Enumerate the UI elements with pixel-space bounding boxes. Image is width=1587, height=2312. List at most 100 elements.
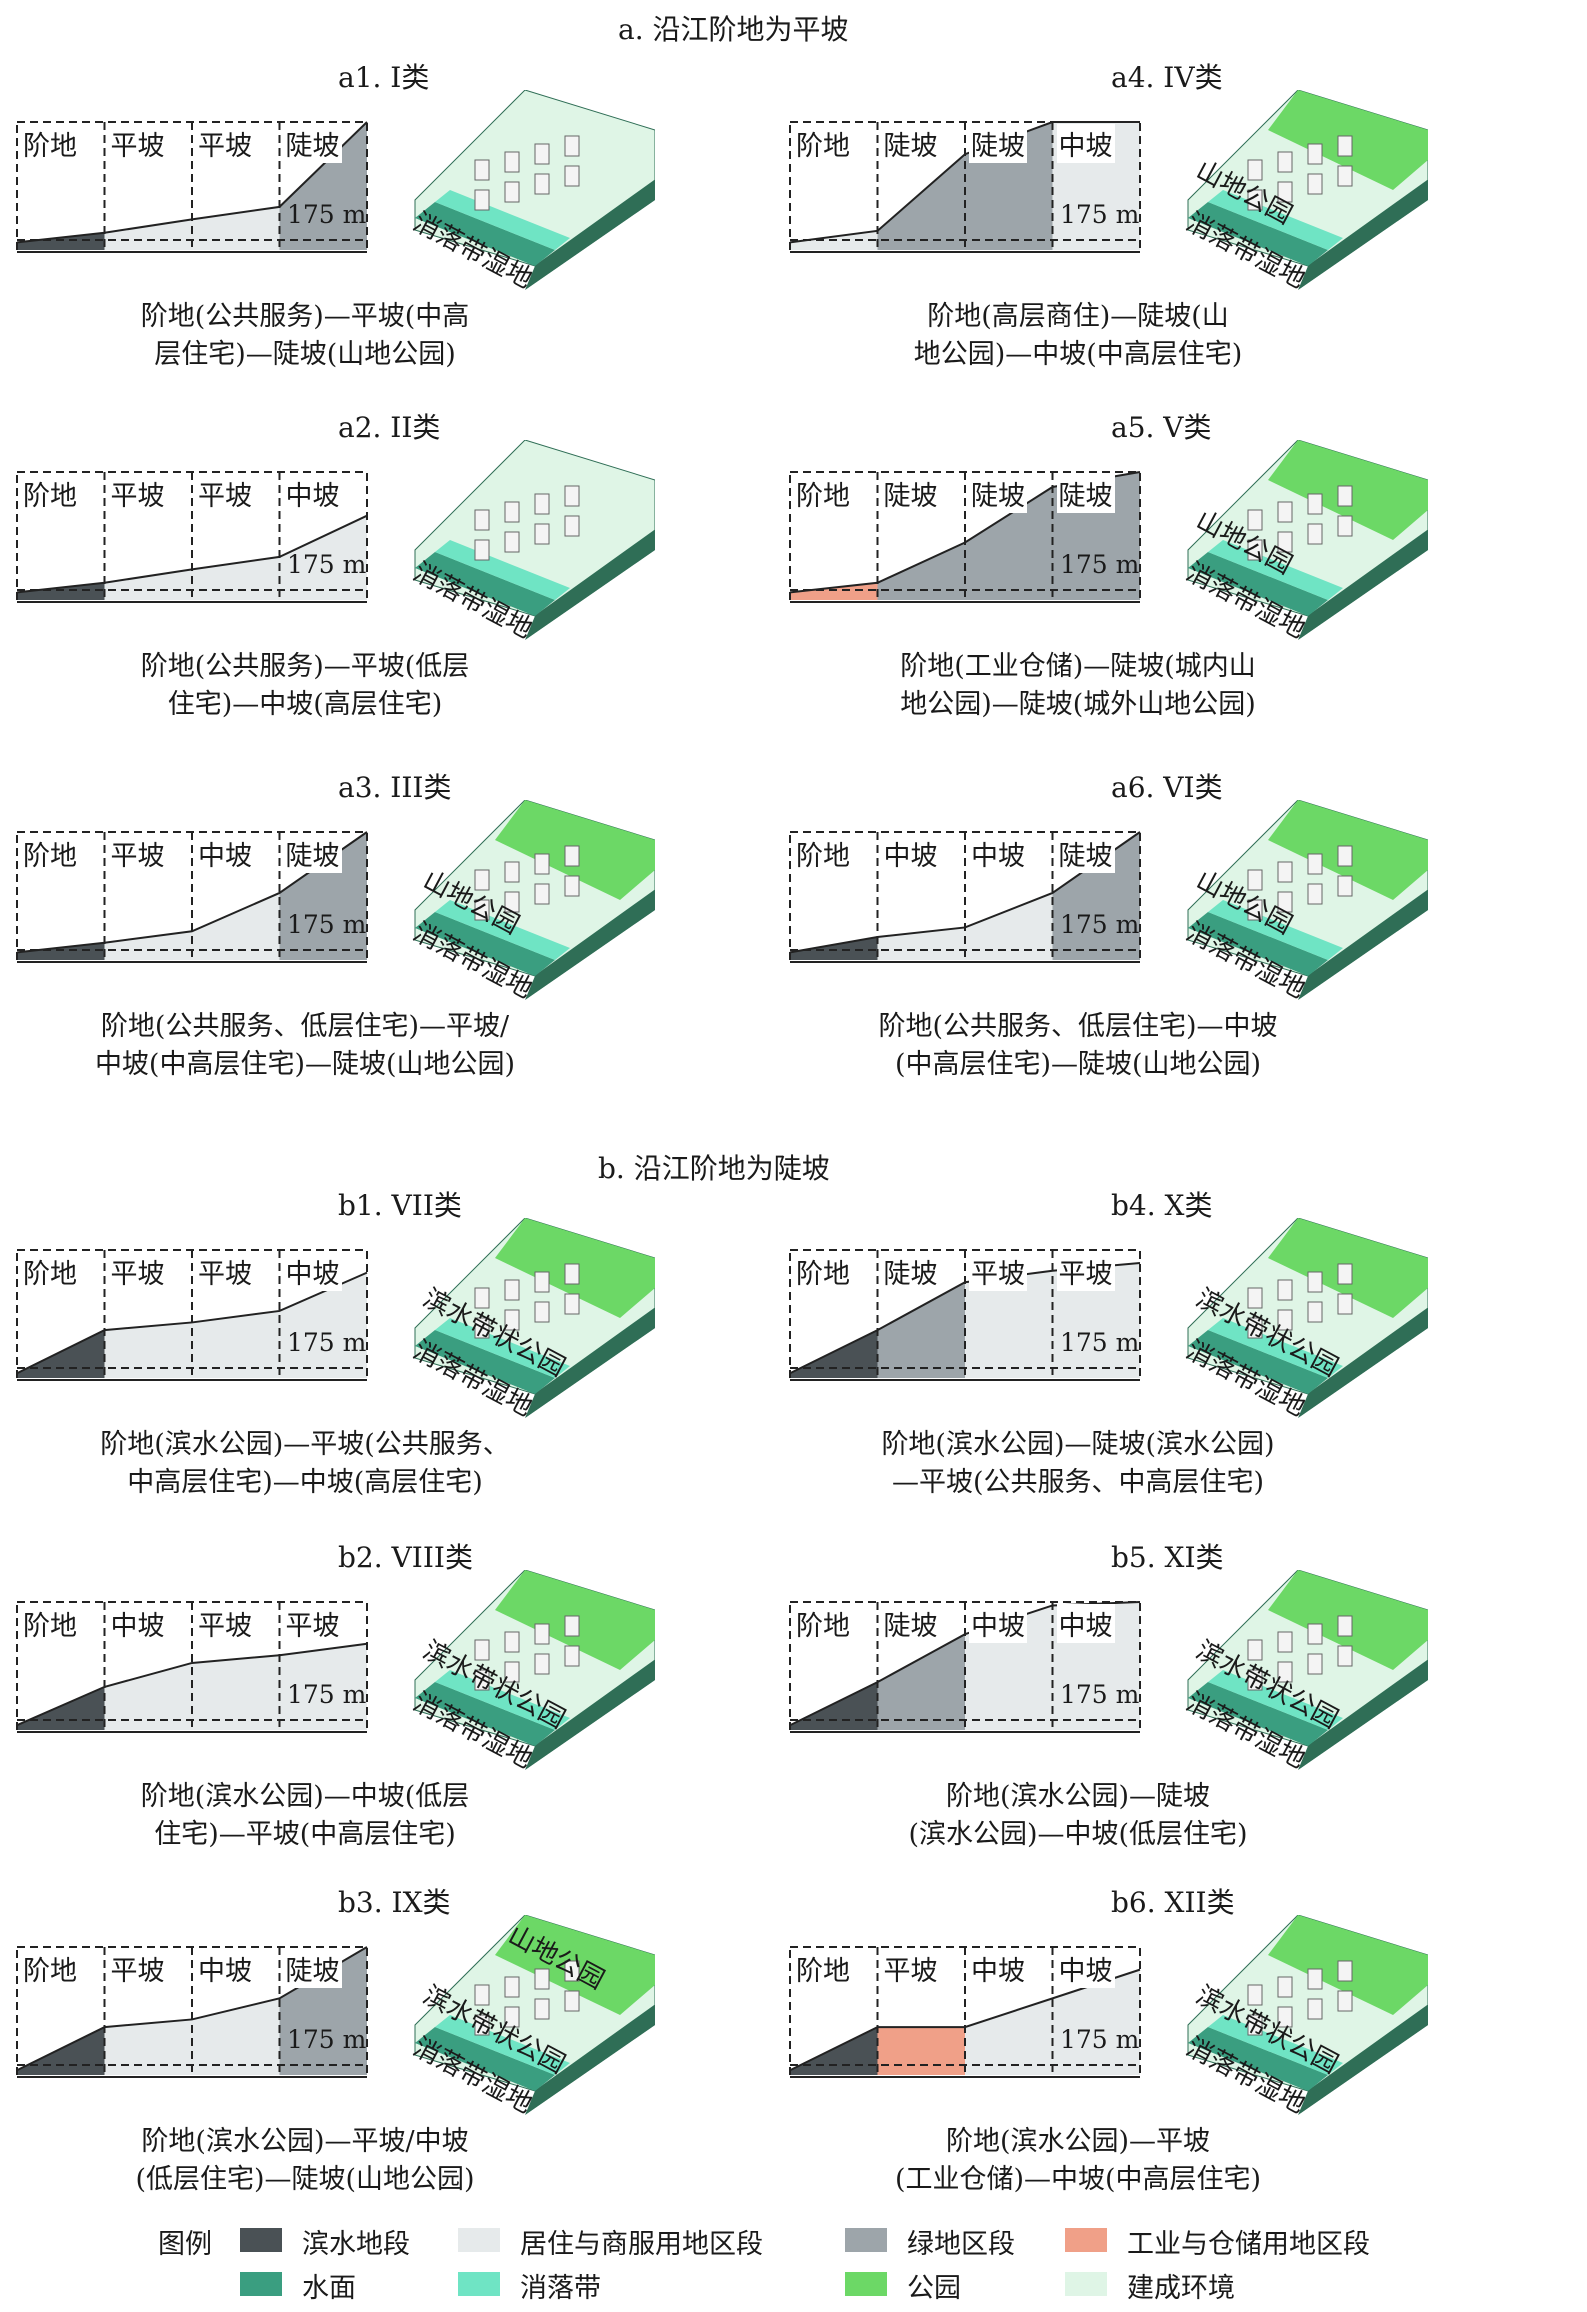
profile-segment-a2-2 <box>104 569 192 600</box>
panel-title-a3: a3. III类 <box>338 771 452 804</box>
profile-a6 <box>789 831 1141 963</box>
profile-segment-b6-3 <box>965 1998 1053 2075</box>
profile-segment-b3-2 <box>104 2019 192 2075</box>
profile-segment-b4-4 <box>1052 1263 1140 1378</box>
profile-segment-a1-2 <box>104 219 192 250</box>
profile-segment-b4-2 <box>877 1282 965 1378</box>
zone-label-a6-4: 陡坡 <box>1056 834 1115 873</box>
zone-label-b5-3: 中坡 <box>969 1604 1027 1643</box>
profile-segment-a4-2 <box>877 154 965 250</box>
legend-swatch-2 <box>458 2228 500 2252</box>
zone-label-b3-3: 中坡 <box>196 1949 254 1988</box>
zone-label-a5-4: 陡坡 <box>1056 474 1115 513</box>
zone-label-b1-1: 阶地 <box>21 1252 79 1291</box>
zone-label-a4-4: 中坡 <box>1056 124 1115 163</box>
block-model-a5 <box>1187 440 1428 640</box>
profile-segment-b4-3 <box>965 1270 1053 1378</box>
zone-label-b6-2: 平坡 <box>881 1949 940 1988</box>
legend-swatch-3 <box>845 2228 887 2252</box>
zone-label-b4-4: 平坡 <box>1056 1252 1115 1291</box>
profile-b2 <box>16 1601 368 1733</box>
legend-label-8: 建成环境 <box>1127 2273 1235 2304</box>
zone-label-b2-3: 平坡 <box>196 1604 254 1643</box>
profile-segment-a2-1 <box>17 582 105 600</box>
profile-b6 <box>789 1946 1141 2078</box>
panel-title-b2: b2. VIII类 <box>338 1541 473 1574</box>
profile-segment-a5-1 <box>790 582 878 600</box>
profile-segment-b1-4 <box>279 1272 367 1378</box>
legend-label-3: 绿地区段 <box>907 2229 1015 2260</box>
profile-segment-b3-1 <box>17 2027 105 2075</box>
zone-label-b3-1: 阶地 <box>21 1949 79 1988</box>
zone-label-a4-3: 陡坡 <box>969 124 1027 163</box>
distance-label-a3: 175 m <box>287 910 367 939</box>
panel-title-a6: a6. VI类 <box>1111 771 1223 804</box>
profile-segment-b5-2 <box>877 1634 965 1730</box>
profile-segment-a3-2 <box>104 931 192 960</box>
panel-title-a2: a2. II类 <box>338 411 441 444</box>
zone-label-b1-4: 中坡 <box>283 1252 342 1291</box>
legend-label-7: 公园 <box>907 2273 961 2304</box>
zone-label-b4-3: 平坡 <box>969 1252 1027 1291</box>
block-model-b4 <box>1187 1218 1428 1418</box>
profile-segment-b2-3 <box>192 1655 280 1730</box>
profile-a3 <box>16 831 368 963</box>
block-model-b2 <box>414 1570 655 1770</box>
zone-label-a5-2: 陡坡 <box>881 474 940 513</box>
profile-segment-b5-1 <box>790 1682 878 1730</box>
zone-label-b1-2: 平坡 <box>108 1252 167 1291</box>
zone-label-a5-3: 陡坡 <box>969 474 1027 513</box>
zone-label-a2-2: 平坡 <box>108 474 167 513</box>
profile-segment-a6-3 <box>965 892 1053 960</box>
profile-a2 <box>16 471 368 603</box>
profile-segment-b6-2 <box>877 2027 965 2075</box>
zone-label-a3-3: 中坡 <box>196 834 254 873</box>
panel-title-a1: a1. I类 <box>338 61 430 94</box>
section-b-title: b. 沿江阶地为陡坡 <box>598 1152 830 1185</box>
profile-b1 <box>16 1249 368 1381</box>
profile-segment-a5-3 <box>965 486 1053 600</box>
legend-swatch-6 <box>458 2272 500 2296</box>
panel-title-a5: a5. V类 <box>1111 411 1212 444</box>
section-a-title: a. 沿江阶地为平坡 <box>618 13 849 46</box>
legend-label-5: 水面 <box>302 2273 356 2304</box>
profile-b4 <box>789 1249 1141 1381</box>
zone-label-a2-1: 阶地 <box>21 474 79 513</box>
block-model-a4 <box>1187 90 1428 290</box>
zone-label-a5-1: 阶地 <box>794 474 852 513</box>
legend-swatch-7 <box>845 2272 887 2296</box>
profile-segment-b3-3 <box>192 1998 280 2075</box>
zone-label-a6-1: 阶地 <box>794 834 852 873</box>
panel-title-b3: b3. IX类 <box>338 1886 451 1919</box>
profile-segment-b1-2 <box>104 1322 192 1378</box>
zone-label-b6-3: 中坡 <box>969 1949 1027 1988</box>
legend-swatch-8 <box>1065 2272 1107 2296</box>
profile-segment-b6-4 <box>1052 1969 1140 2075</box>
zone-label-a1-3: 平坡 <box>196 124 254 163</box>
zone-label-b2-2: 中坡 <box>108 1604 167 1643</box>
panel-title-b1: b1. VII类 <box>338 1189 462 1222</box>
profile-segment-b2-2 <box>104 1662 192 1730</box>
legend-swatch-1 <box>240 2228 282 2252</box>
zone-label-b4-2: 陡坡 <box>881 1252 940 1291</box>
zone-label-a4-2: 陡坡 <box>881 124 940 163</box>
profile-segment-a6-4 <box>1052 832 1140 960</box>
profile-segment-a6-1 <box>790 937 878 960</box>
zone-label-a6-3: 中坡 <box>969 834 1027 873</box>
zone-label-a1-2: 平坡 <box>108 124 167 163</box>
zone-label-b5-4: 中坡 <box>1056 1604 1115 1643</box>
distance-label-b6: 175 m <box>1060 2025 1140 2054</box>
profile-segment-a2-4 <box>279 515 367 600</box>
zone-label-b1-3: 平坡 <box>196 1252 254 1291</box>
profile-segment-b1-3 <box>192 1310 280 1378</box>
zone-label-a3-4: 陡坡 <box>283 834 342 873</box>
profile-segment-a3-4 <box>279 832 367 960</box>
block-model-a6 <box>1187 800 1428 1000</box>
block-model-a2 <box>414 440 655 640</box>
zone-label-a2-3: 平坡 <box>196 474 254 513</box>
zone-label-b4-1: 阶地 <box>794 1252 852 1291</box>
block-model-b6 <box>1187 1915 1428 2115</box>
zone-label-b5-2: 陡坡 <box>881 1604 940 1643</box>
distance-label-b5: 175 m <box>1060 1680 1140 1709</box>
